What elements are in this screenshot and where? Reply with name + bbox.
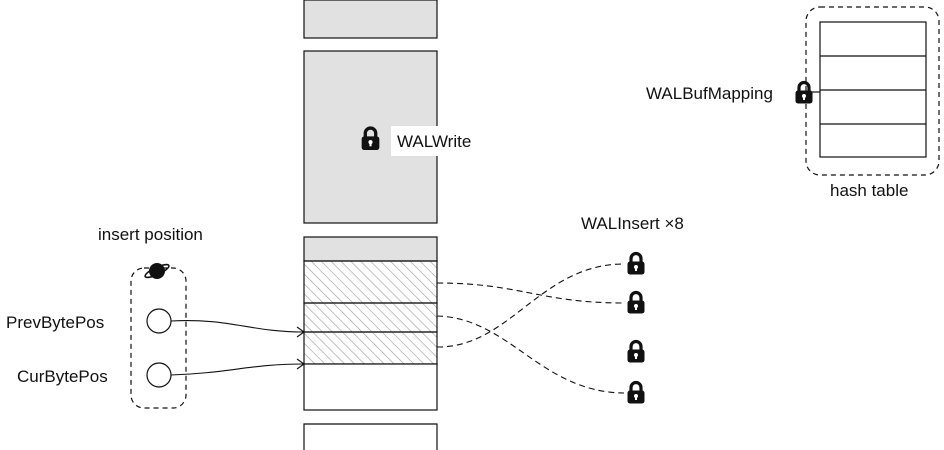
wal-write-lock: WALWrite (360, 126, 479, 156)
insert-position: insert position PrevBytePos CurBytePos (6, 225, 305, 409)
wal-buffer-column (303, 0, 438, 450)
prev-byte-pos-pointer (170, 320, 305, 333)
lock-icon (626, 339, 646, 364)
cur-byte-pos-arrowhead (296, 358, 305, 370)
insert-lock-link (436, 315, 625, 394)
lock-icon (626, 290, 646, 315)
wal-insert-locks: WALInsert ×8 (436, 214, 684, 405)
spinlock-icon (144, 263, 170, 279)
wal-write-label: WALWrite (397, 132, 471, 151)
hash-table-label: hash table (830, 181, 908, 200)
buffer-page-empty (303, 363, 438, 411)
insert-position-label: insert position (98, 225, 203, 244)
buffer-insert-slot-2 (303, 302, 438, 333)
wal-insert-label: WALInsert ×8 (581, 214, 684, 233)
lock-icon (626, 380, 646, 405)
cur-byte-pos-pointer (170, 363, 305, 376)
prev-byte-pos-arrowhead (296, 326, 305, 338)
prev-byte-pos-label: PrevBytePos (6, 313, 104, 332)
lock-icon (794, 80, 814, 105)
buffer-insert-slot-1 (303, 260, 438, 304)
buffer-page-top (303, 0, 438, 39)
hash-table: WALBufMapping hash table (646, 6, 940, 200)
buffer-insert-slot-3 (303, 331, 438, 365)
wal-buf-mapping-label: WALBufMapping (646, 84, 773, 103)
cur-byte-pos-label: CurBytePos (17, 367, 108, 386)
insert-lock-link (436, 282, 625, 304)
buffer-page-bottom (303, 423, 438, 450)
insert-position-boundary (130, 267, 187, 409)
buffer-page-partial (303, 236, 438, 262)
prev-byte-pos-marker (146, 308, 172, 334)
cur-byte-pos-marker (146, 362, 172, 388)
insert-lock-link (436, 263, 625, 348)
lock-icon (626, 251, 646, 276)
